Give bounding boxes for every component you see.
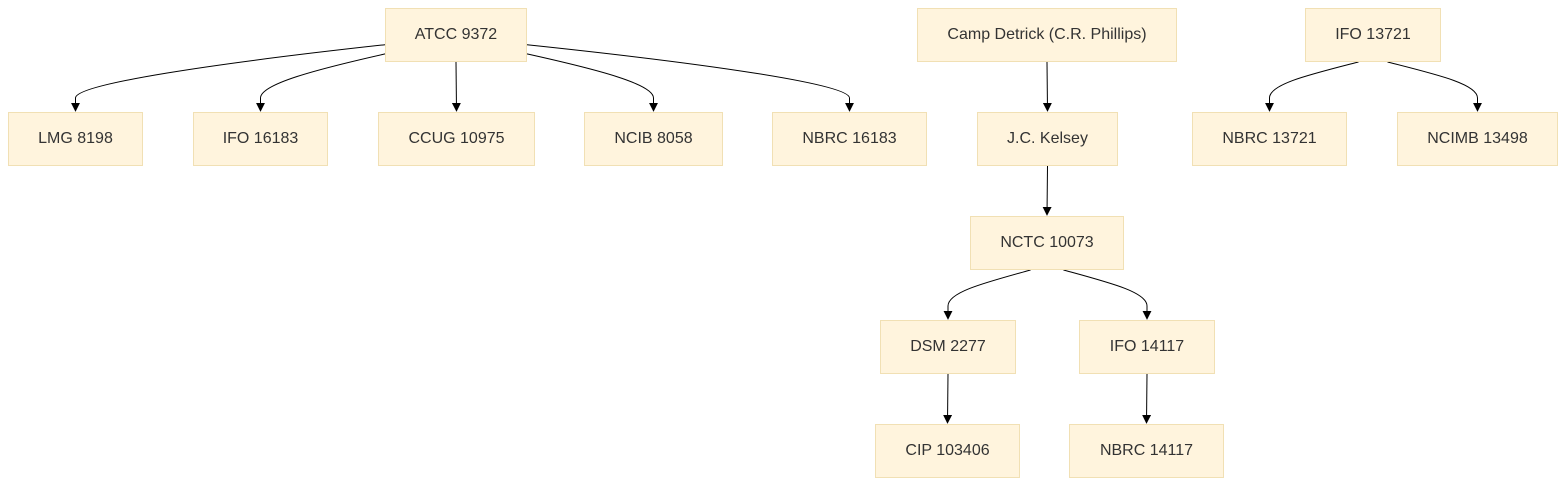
- edge-atcc_9372-to-ccug_10975: [451, 61, 461, 112]
- node-nbrc-14117: NBRC 14117: [1069, 424, 1224, 478]
- edge-dsm_2277-to-cip_103406: [943, 373, 953, 424]
- edge-atcc_9372-to-nbrc_16183: [526, 44, 854, 112]
- node-nbrc-16183: NBRC 16183: [772, 112, 927, 166]
- edge-nctc_10073-to-dsm_2277: [943, 269, 1031, 320]
- edge-atcc_9372-to-ncib_8058: [526, 53, 658, 112]
- edge-camp_detrick-to-jc_kelsey: [1042, 61, 1052, 112]
- node-ccug-10975: CCUG 10975: [378, 112, 535, 166]
- node-nbrc-13721: NBRC 13721: [1192, 112, 1347, 166]
- node-ifo-14117: IFO 14117: [1079, 320, 1215, 374]
- node-cip-103406: CIP 103406: [875, 424, 1020, 478]
- edge-atcc_9372-to-ifo_16183: [256, 53, 386, 112]
- node-ifo-13721: IFO 13721: [1305, 8, 1441, 62]
- edge-ifo_13721-to-nbrc_13721: [1265, 61, 1359, 112]
- node-dsm-2277: DSM 2277: [880, 320, 1016, 374]
- edge-nctc_10073-to-ifo_14117: [1063, 269, 1152, 320]
- node-atcc-9372: ATCC 9372: [385, 8, 527, 62]
- node-nctc-10073: NCTC 10073: [970, 216, 1124, 270]
- edge-ifo_13721-to-ncimb_13498: [1387, 61, 1482, 112]
- node-ifo-16183: IFO 16183: [193, 112, 328, 166]
- node-jc-kelsey: J.C. Kelsey: [977, 112, 1118, 166]
- edge-ifo_14117-to-nbrc_14117: [1142, 373, 1152, 424]
- edge-jc_kelsey-to-nctc_10073: [1042, 165, 1052, 216]
- node-ncimb-13498: NCIMB 13498: [1397, 112, 1558, 166]
- node-ncib-8058: NCIB 8058: [584, 112, 723, 166]
- edge-atcc_9372-to-lmg_8198: [71, 44, 386, 112]
- node-lmg-8198: LMG 8198: [8, 112, 143, 166]
- node-camp-detrick: Camp Detrick (C.R. Phillips): [917, 8, 1177, 62]
